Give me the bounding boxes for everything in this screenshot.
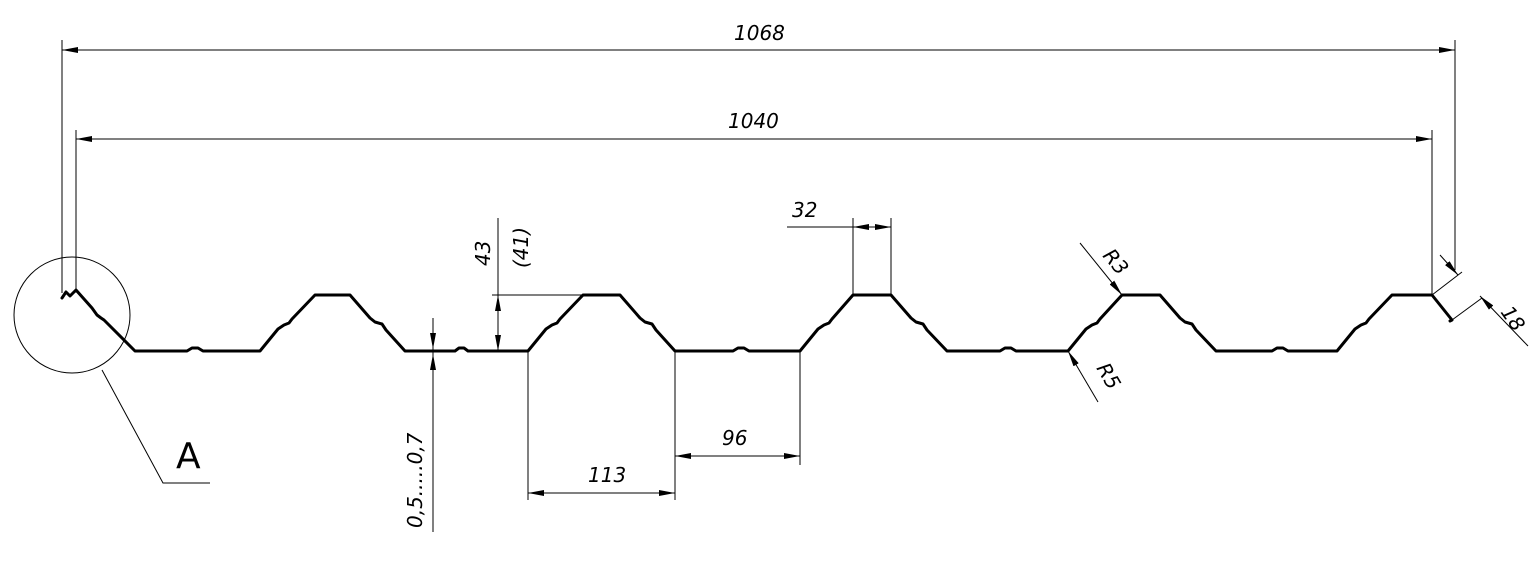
dim-text-1068: 1068 bbox=[734, 21, 785, 45]
dim-line-18-upper bbox=[1439, 254, 1459, 276]
sheet-profile-outline bbox=[60, 288, 1454, 353]
dim-text-r3: R3 bbox=[1098, 244, 1133, 280]
dim-text-r5: R5 bbox=[1092, 359, 1126, 394]
detail-a-label: A bbox=[176, 436, 201, 477]
leader-r5 bbox=[1067, 350, 1099, 403]
leader-r3 bbox=[1079, 242, 1123, 296]
dim-text-41: (41) bbox=[509, 227, 533, 268]
detail-a-circle bbox=[13, 256, 131, 374]
dim-line-18-lower bbox=[1479, 295, 1529, 347]
dim-text-43: 43 bbox=[471, 241, 495, 266]
dim-text-32: 32 bbox=[792, 198, 817, 222]
detail-a-leader bbox=[101, 369, 210, 484]
ext-line-18-a bbox=[1431, 271, 1463, 296]
dim-text-113: 113 bbox=[588, 463, 626, 487]
ext-line-18-b bbox=[1451, 297, 1483, 321]
dim-text-18: 18 bbox=[1496, 301, 1530, 336]
dim-text-thickness: 0,5.....0,7 bbox=[403, 432, 427, 528]
dim-text-1040: 1040 bbox=[728, 109, 779, 133]
dim-text-96: 96 bbox=[722, 426, 747, 450]
